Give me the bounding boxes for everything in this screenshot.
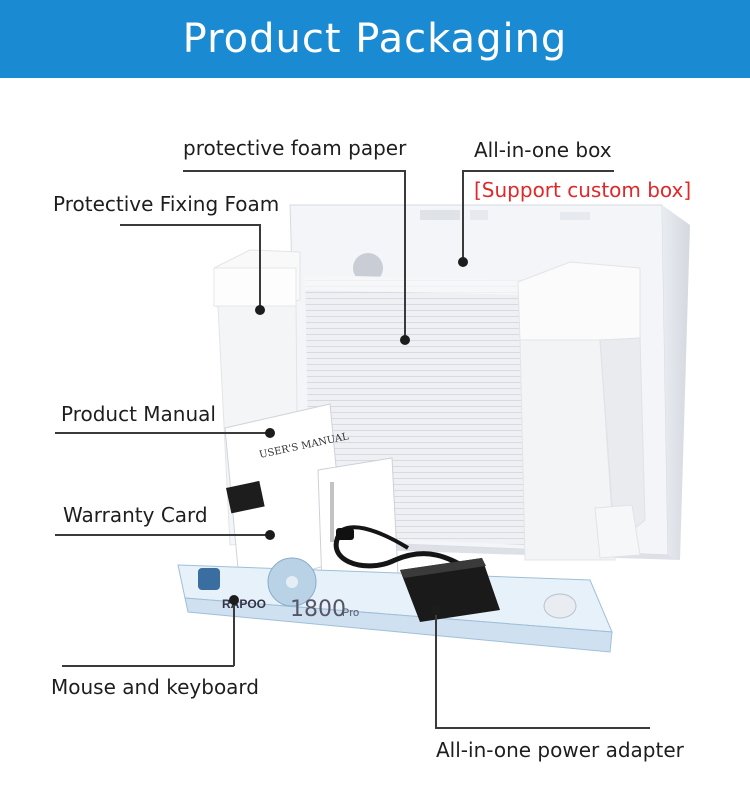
callout-line-manual	[55, 432, 270, 434]
keyboard-mouse-box: RAPOO 1800 Pro	[177, 557, 613, 653]
callout-dot-warranty	[265, 530, 275, 540]
callout-line-power-adapter-horizontal	[435, 727, 650, 729]
label-power-adapter: All-in-one power adapter	[436, 738, 684, 762]
callout-line-fixing-foam-vertical	[259, 224, 261, 310]
label-warranty-card: Warranty Card	[63, 503, 208, 527]
page-title: Product Packaging	[182, 16, 568, 62]
keyboard-box-model-suffix: Pro	[342, 607, 359, 619]
callout-line-mouse-keyboard-vertical	[233, 600, 235, 666]
header-banner	[0, 0, 750, 78]
label-protective-foam-paper: protective foam paper	[183, 136, 407, 160]
label-product-manual: Product Manual	[61, 402, 216, 426]
callout-line-mouse-keyboard	[62, 665, 234, 667]
label-mouse-and-keyboard: Mouse and keyboard	[51, 675, 259, 699]
callout-line-power-adapter	[435, 610, 437, 728]
product-packaging-photo: USER'S MANUAL RAPOO 1800 Pro	[177, 204, 690, 653]
callout-line-box	[462, 170, 614, 172]
callout-line-foam-paper-vertical	[404, 170, 406, 340]
fixing-foam-right	[517, 261, 646, 561]
callout-line-foam-paper	[183, 170, 405, 172]
keyboard-box-model: 1800	[290, 597, 346, 622]
callout-dot-power-adapter	[431, 605, 441, 615]
callout-dot-box	[458, 257, 468, 267]
callout-dot-foam-paper	[400, 335, 410, 345]
callout-dot-mouse-keyboard	[229, 595, 239, 605]
callout-dot-fixing-foam	[255, 305, 265, 315]
callout-dot-manual	[265, 428, 275, 438]
callout-line-warranty	[55, 534, 270, 536]
label-all-in-one-box: All-in-one box	[474, 138, 612, 162]
label-protective-fixing-foam: Protective Fixing Foam	[53, 192, 280, 216]
callout-line-box-vertical	[462, 170, 464, 262]
callout-line-fixing-foam	[120, 224, 260, 226]
label-support-custom-box: [Support custom box]	[474, 178, 692, 202]
power-adapter	[333, 525, 500, 622]
